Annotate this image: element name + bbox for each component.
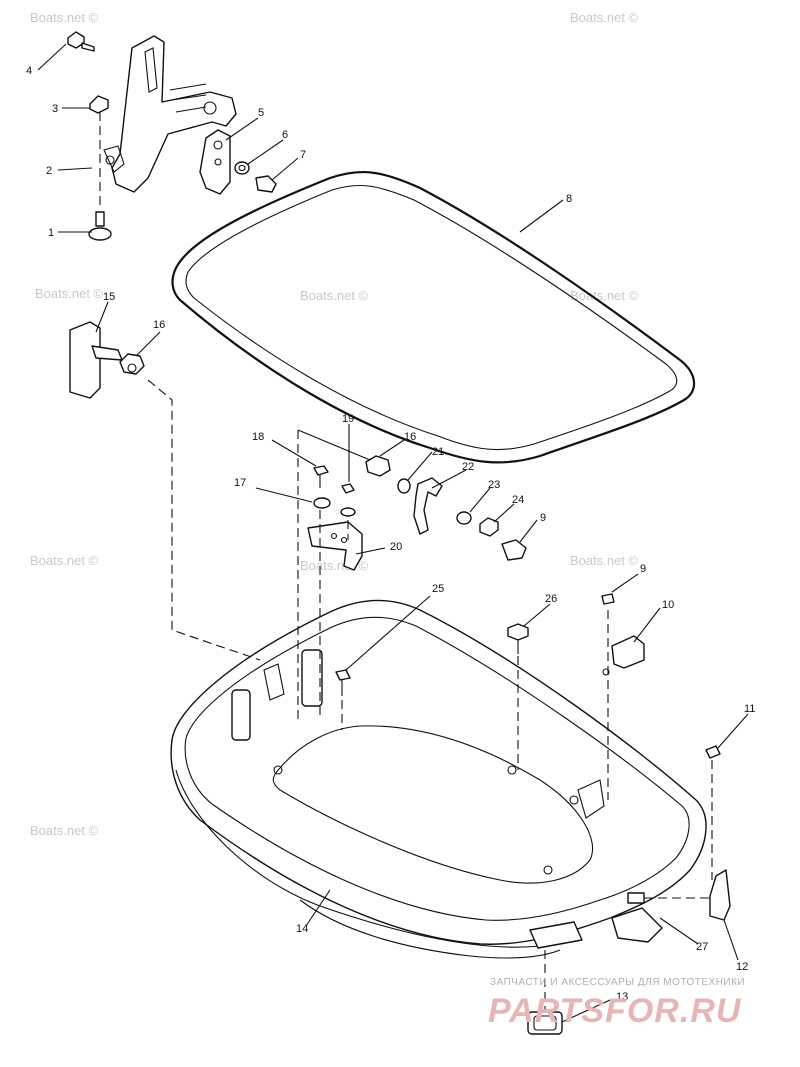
watermark: Boats.net © (570, 10, 639, 25)
watermark: Boats.net © (35, 286, 104, 301)
brand-logo: PARTSFOR.RU (488, 992, 742, 1030)
part-4-screw (67, 31, 95, 52)
callout-24: 24 (512, 494, 524, 506)
watermark: Boats.net © (570, 553, 639, 568)
part-2-bracket (103, 35, 237, 193)
callout-21: 21 (432, 446, 444, 458)
part-6-washer (234, 161, 250, 175)
part-22-hook (413, 477, 443, 535)
callout-5: 5 (258, 107, 264, 119)
callout-6: 6 (282, 129, 288, 141)
callout-12: 12 (736, 961, 748, 973)
callout-7: 7 (300, 149, 306, 161)
part-17-washer (313, 497, 331, 509)
watermark: Boats.net © (570, 288, 639, 303)
part-19-screw (340, 483, 356, 517)
callout-9b: 9 (640, 563, 646, 575)
partsfor-logo: ЗАПЧАСТИ И АКСЕССУАРЫ ДЛЯ МОТОТЕХНИКИ PA… (488, 977, 745, 1030)
callout-20: 20 (390, 541, 402, 553)
callout-27: 27 (696, 941, 708, 953)
part-5-link (199, 129, 231, 195)
part-26-bolt (507, 623, 529, 654)
callout-9: 9 (540, 512, 546, 524)
part-10-bracket (602, 635, 645, 676)
callout-4: 4 (26, 65, 32, 77)
part-9-bolt (501, 539, 527, 561)
callout-16b: 16 (404, 431, 416, 443)
callout-23: 23 (488, 479, 500, 491)
watermark: Boats.net © (30, 10, 99, 25)
part-8-seal (171, 170, 696, 464)
part-16-nut (119, 353, 145, 375)
part-14-lower-cowl (170, 599, 707, 959)
part-11-screw (705, 745, 721, 759)
callout-18: 18 (252, 431, 264, 443)
callout-8: 8 (566, 193, 572, 205)
callout-17: 17 (234, 477, 246, 489)
part-9-screw-right (601, 593, 615, 605)
part-24-nut (479, 517, 499, 537)
callout-25: 25 (432, 583, 444, 595)
part-23-washer (456, 511, 472, 525)
part-7-bolt (255, 175, 277, 193)
callout-15: 15 (103, 291, 115, 303)
callout-1: 1 (48, 227, 54, 239)
callout-16: 16 (153, 319, 165, 331)
part-18-screw (313, 465, 329, 488)
callout-26: 26 (545, 593, 557, 605)
part-12-hinge (709, 869, 731, 921)
part-3-nut (89, 95, 109, 114)
callout-13: 13 (616, 991, 628, 1003)
brand-tagline: ЗАПЧАСТИ И АКСЕССУАРЫ ДЛЯ МОТОТЕХНИКИ (490, 977, 745, 988)
part-21-washer (397, 478, 411, 494)
watermark: Boats.net © (30, 553, 99, 568)
watermark: Boats.net © (30, 823, 99, 838)
callout-2: 2 (46, 165, 52, 177)
callout-leaders (37, 43, 749, 1023)
leader-lines (147, 379, 713, 1012)
callout-22: 22 (462, 461, 474, 473)
part-15-handle (69, 321, 123, 399)
part-16-nut-upper (365, 455, 391, 477)
callout-14: 14 (296, 923, 308, 935)
callout-3: 3 (52, 103, 58, 115)
part-25-screw (335, 669, 351, 696)
callout-19: 19 (342, 413, 354, 425)
callout-11: 11 (744, 703, 755, 715)
callout-10: 10 (662, 599, 674, 611)
watermark: Boats.net © (300, 288, 369, 303)
part-1-stud (88, 211, 112, 241)
callout-numbers: 4 3 2 1 5 6 7 8 15 16 18 19 16 21 22 23 … (26, 65, 755, 1003)
